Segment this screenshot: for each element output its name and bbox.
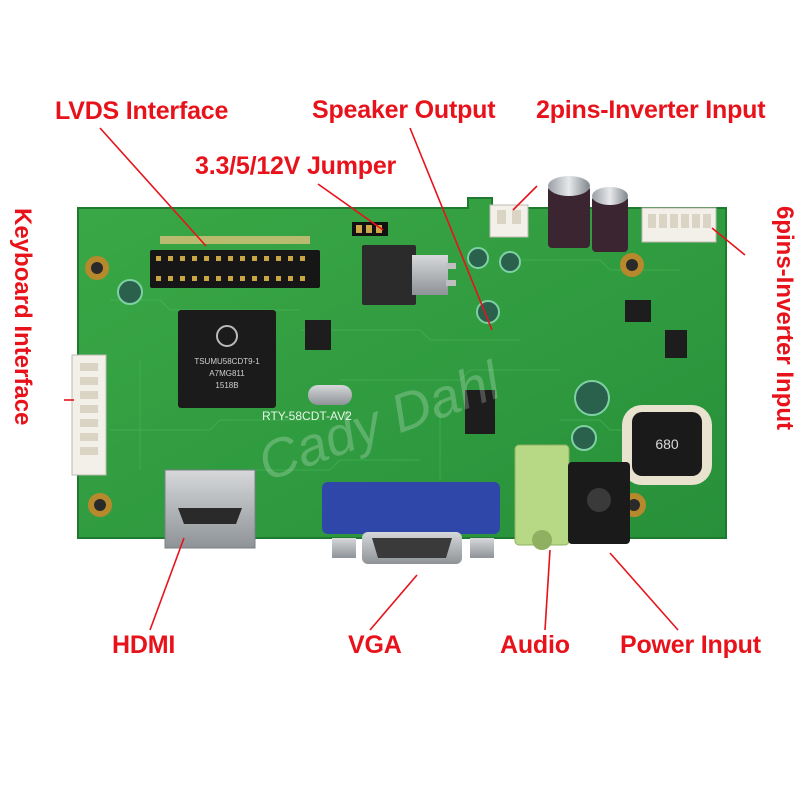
lvds-header <box>150 236 320 288</box>
voltage-jumper <box>352 222 388 236</box>
chip-label-3: 1518B <box>215 381 238 390</box>
label-vga: VGA <box>348 631 402 659</box>
label-2pins-inverter-input: 2pins-Inverter Input <box>536 96 766 124</box>
capacitors <box>117 176 628 451</box>
label-keyboard-interface: Keyboard Interface <box>9 208 36 426</box>
crystal <box>308 385 352 405</box>
voltage-regulator <box>362 245 456 305</box>
main-chip: TSUMU58CDT9-1 A7MG811 1518B <box>178 310 276 408</box>
small-ics <box>305 300 687 434</box>
keyboard-connector <box>71 354 107 476</box>
label-speaker-output: Speaker Output <box>312 96 496 124</box>
chip-label-1: TSUMU58CDT9-1 <box>194 357 260 366</box>
power-jack <box>568 462 630 544</box>
inverter-2pin-connector <box>489 204 529 238</box>
label-lvds-interface: LVDS Interface <box>55 97 229 125</box>
label-hdmi: HDMI <box>112 631 176 659</box>
audio-jack <box>514 444 570 550</box>
chip-label-2: A7MG811 <box>209 369 245 378</box>
vga-port <box>322 482 500 564</box>
board-model-label: RTY-58CDT-AV2 <box>262 409 352 423</box>
label-power-input: Power Input <box>620 631 761 659</box>
label-audio: Audio <box>500 631 570 659</box>
label-6pins-inverter-input: 6pins-Inverter Input <box>771 206 798 431</box>
inductor: 680 <box>622 405 712 485</box>
inverter-6pin-connector <box>641 207 717 243</box>
inductor-label: 680 <box>655 436 679 452</box>
label-jumper: 3.3/5/12V Jumper <box>195 152 397 180</box>
leader-lines <box>64 127 746 631</box>
hdmi-port <box>164 469 256 549</box>
